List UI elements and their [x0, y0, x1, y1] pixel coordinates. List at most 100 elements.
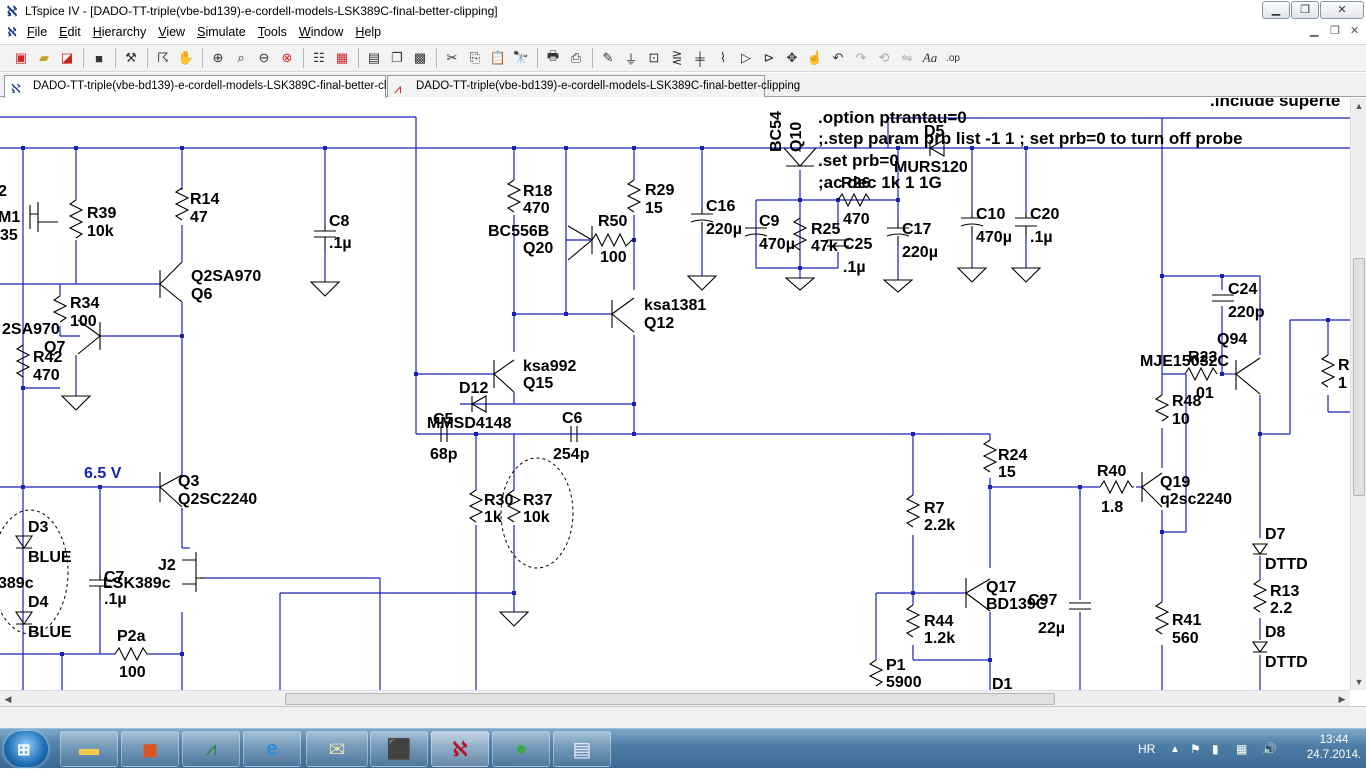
label-q3m: Q2SC2240 [178, 491, 257, 508]
schematic-drawing[interactable]: R3910kM135R1447C8.1µQ2SA970Q6R341002SA97… [0, 98, 1350, 690]
drag-icon[interactable]: ☝ [806, 50, 824, 65]
menu-edit[interactable]: Edit [59, 25, 81, 39]
menu-window[interactable]: Window [298, 25, 344, 39]
scroll-up-icon[interactable]: ▲ [1354, 101, 1364, 111]
resistor-icon[interactable]: ⋛ [671, 50, 683, 65]
menu-simulate[interactable]: Simulate [197, 25, 246, 39]
zoom-in-icon[interactable]: ⊕ [212, 50, 224, 65]
taskbar-scope[interactable]: ⩘ [182, 731, 240, 767]
rotate-icon[interactable]: ⟲ [878, 50, 890, 65]
find-icon[interactable]: 🔭 [512, 50, 530, 65]
print-setup-icon[interactable]: 🖶 [546, 48, 560, 63]
label-p2av: 100 [119, 664, 146, 681]
taskbar-document[interactable]: ▤ [553, 731, 611, 767]
scroll-left-icon[interactable]: ◀ [4, 694, 12, 704]
taskbar-acrobat[interactable]: ⬛ [370, 731, 428, 767]
taskbar-ie[interactable]: e [243, 731, 301, 767]
start-button[interactable]: ⊞ [4, 731, 48, 767]
show-hidden-icons[interactable]: ▲ [1170, 743, 1180, 755]
inner-close-button[interactable]: ✕ [1350, 25, 1360, 37]
vertical-scrollbar[interactable]: ▲ ▼ [1350, 98, 1366, 690]
label-q94: Q94 [1217, 331, 1247, 348]
copy-icon[interactable]: ⎘ [469, 50, 481, 65]
ground-c16 [686, 275, 718, 291]
taskbar-ltspice[interactable]: ℵ [431, 731, 489, 767]
spice-directive-icon[interactable]: .op [946, 52, 960, 64]
cut-icon[interactable]: ✂ [446, 50, 458, 65]
move-icon[interactable]: ✥ [786, 50, 798, 65]
open-file-icon[interactable]: ◪ [60, 50, 74, 65]
horizontal-scroll-thumb[interactable] [285, 693, 1055, 705]
inductor-icon[interactable]: ⌇ [719, 50, 727, 65]
halt-icon[interactable]: ✋ [177, 50, 195, 65]
r7-symbol [905, 494, 921, 528]
r39-symbol [68, 199, 84, 239]
minimize-button[interactable]: ▁ [1262, 1, 1290, 19]
directive-2[interactable]: ;.step param prb list -1 1 ; set prb=0 t… [818, 129, 1243, 148]
draw-wire-icon[interactable]: ✎ [602, 50, 614, 65]
cascade-icon[interactable]: ❐ [391, 50, 403, 65]
run-icon[interactable]: ☈ [157, 50, 169, 65]
zoom-pan-icon[interactable]: ⌕ [237, 50, 245, 65]
vertical-scroll-thumb[interactable] [1353, 258, 1365, 496]
r42-symbol [15, 344, 31, 378]
menu-hierarchy[interactable]: Hierarchy [92, 25, 147, 39]
inner-minimize-button[interactable]: ▁ [1310, 25, 1319, 37]
label-rcutv: 1 [1338, 375, 1347, 392]
ground-icon[interactable]: ⏚ [624, 51, 638, 67]
language-indicator[interactable]: HR [1138, 742, 1156, 756]
device-icon[interactable]: ▮ [1212, 742, 1219, 756]
r25-symbol [792, 217, 808, 251]
scroll-down-icon[interactable]: ▼ [1354, 677, 1364, 687]
open-icon[interactable]: ▰ [39, 50, 49, 65]
tab-waveform[interactable]: ⩘ DADO-TT-triple(vbe-bd139)-e-cordell-mo… [387, 75, 800, 97]
tab-bar: ℵ DADO-TT-triple(vbe-bd139)-e-cordell-mo… [0, 73, 1366, 98]
directive-3[interactable]: .set prb=0 [818, 151, 899, 170]
directive-0[interactable]: .include superte [1210, 98, 1340, 110]
redo-icon[interactable]: ↷ [855, 50, 867, 65]
mdi-icon[interactable]: ℵ [7, 25, 17, 39]
label-r24v: 15 [998, 464, 1016, 481]
taskbar-mail[interactable]: ✉ [306, 731, 368, 767]
scroll-right-icon[interactable]: ▶ [1338, 694, 1346, 704]
clock[interactable]: 13:44 24.7.2014. [1306, 733, 1362, 763]
mirror-icon[interactable]: ⇋ [901, 50, 913, 65]
zoom-out-icon[interactable]: ⊖ [258, 50, 270, 65]
capacitor-icon[interactable]: ╪ [695, 50, 705, 66]
tab-schematic[interactable]: ℵ DADO-TT-triple(vbe-bd139)-e-cordell-mo… [4, 75, 417, 98]
directive-1[interactable]: .option ptrantau=0 [818, 108, 967, 127]
diode-icon[interactable]: ▷ [741, 50, 751, 65]
autorange-icon[interactable]: ☷ [313, 50, 325, 65]
paste-icon[interactable]: 📋 [489, 50, 507, 65]
network-tray-icon[interactable]: ▦ [1236, 742, 1248, 756]
close-all-icon[interactable]: ▩ [413, 50, 427, 65]
menu-help[interactable]: Help [355, 25, 382, 39]
menu-tools[interactable]: Tools [257, 25, 287, 39]
taskbar-network[interactable]: ● [492, 731, 550, 767]
label-net-icon[interactable]: ⊡ [648, 50, 660, 65]
new-schematic-icon[interactable]: ▣ [14, 50, 28, 65]
tile-horizontal-icon[interactable]: ▤ [367, 50, 381, 65]
flag-icon[interactable]: ⚑ [1190, 742, 1201, 756]
zoom-fit-icon[interactable]: ⊗ [281, 50, 293, 65]
label-r13v: 2.2 [1270, 600, 1292, 617]
print-icon[interactable]: ⎙ [570, 50, 582, 65]
taskbar-explorer[interactable]: ▬ [60, 731, 118, 767]
close-button[interactable]: ✕ [1320, 1, 1364, 19]
undo-icon[interactable]: ↶ [832, 50, 844, 65]
inner-restore-button[interactable]: ❐ [1330, 25, 1340, 37]
text-icon[interactable]: Aa [922, 50, 938, 65]
horizontal-scrollbar[interactable]: ◀ ▶ [0, 690, 1350, 706]
taskbar-app[interactable]: ◼ [121, 731, 179, 767]
directive-4[interactable]: ;ac dec 1k 1 1G [818, 173, 942, 192]
save-icon[interactable]: ■ [95, 50, 103, 66]
control-panel-icon[interactable]: ⚒ [125, 50, 137, 65]
q17-symbol [965, 578, 991, 612]
waveform-icon[interactable]: ▦ [335, 50, 349, 65]
volume-icon[interactable]: 🔊 [1262, 742, 1277, 756]
menu-view[interactable]: View [158, 25, 186, 39]
component-icon[interactable]: ⊳ [763, 50, 775, 65]
menu-file[interactable]: File [27, 25, 48, 39]
restore-button[interactable]: ❐ [1291, 1, 1319, 19]
